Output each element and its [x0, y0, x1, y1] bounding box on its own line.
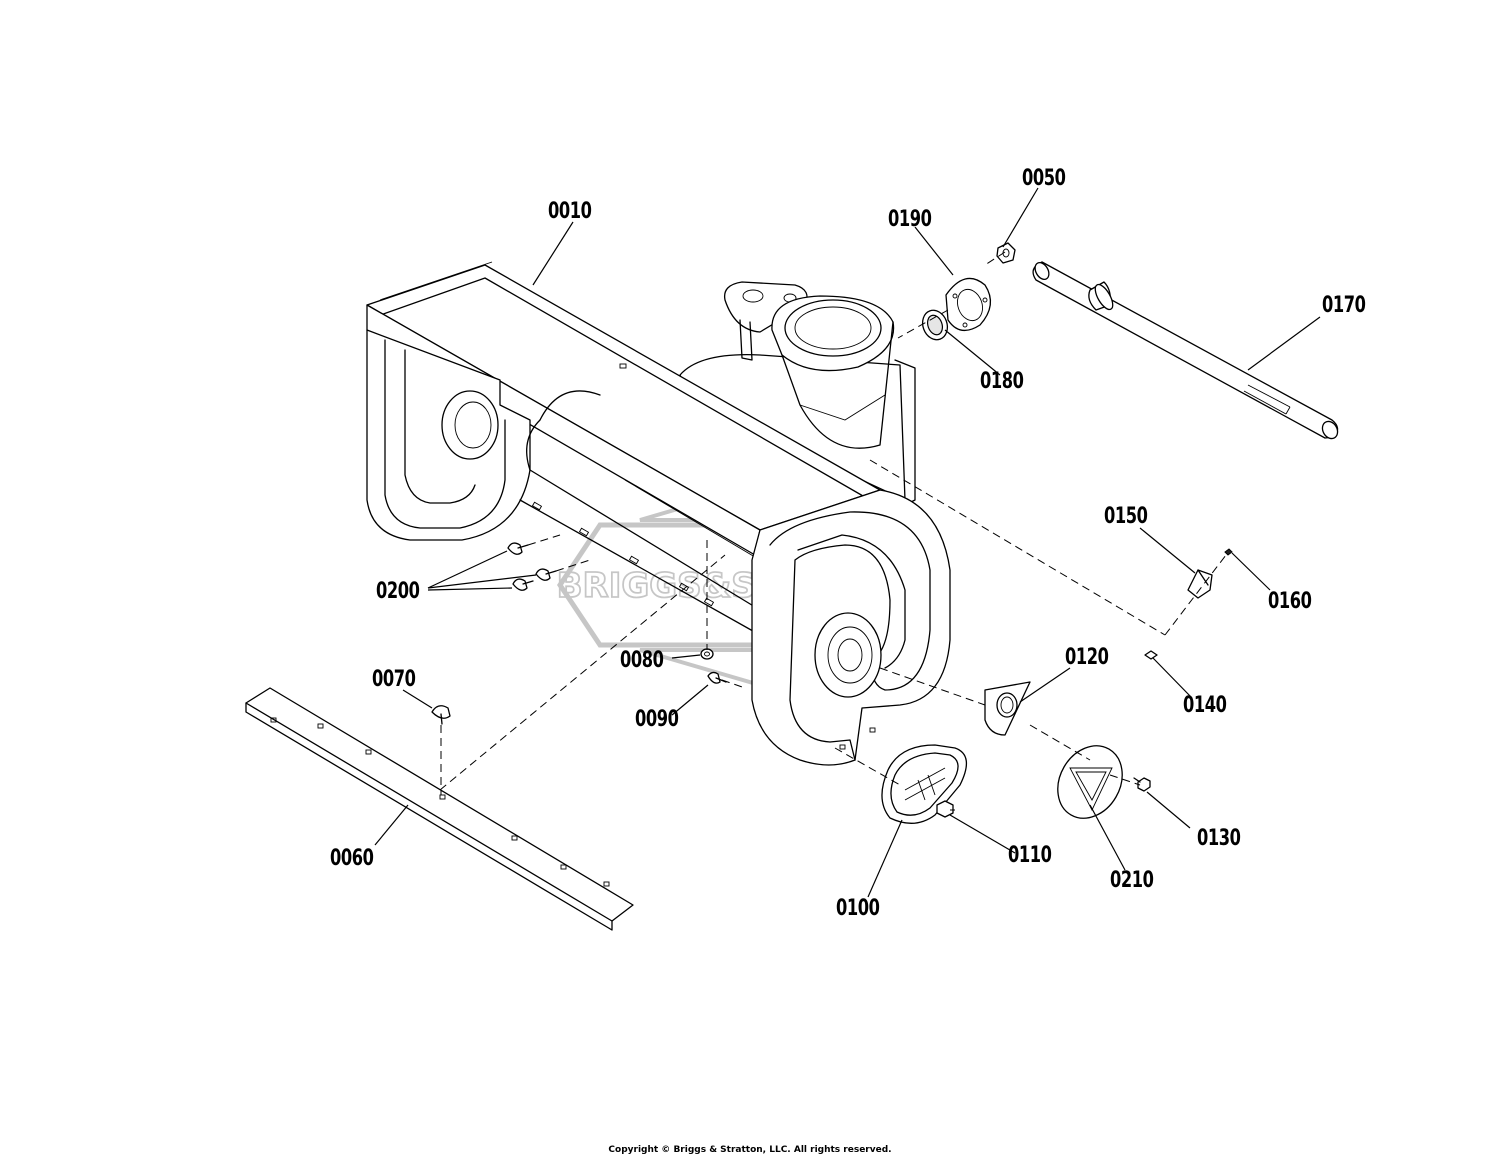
flange-nut: [996, 242, 1016, 264]
part-label-0200: 0200: [376, 579, 420, 604]
part-label-0060: 0060: [330, 846, 374, 871]
part-label-0140: 0140: [1183, 693, 1227, 718]
part-label-0190: 0190: [888, 207, 932, 232]
part-label-0170: 0170: [1322, 293, 1366, 318]
part-label-0210: 0210: [1110, 868, 1154, 893]
bearing-housing: [984, 681, 1031, 736]
skid-nut: [936, 800, 954, 818]
scraper-bar: [245, 687, 634, 931]
part-label-0160: 0160: [1268, 589, 1312, 614]
part-label-0050: 0050: [1022, 166, 1066, 191]
skid-shoe: [881, 744, 967, 824]
copyright-notice: Copyright © Briggs & Stratton, LLC. All …: [608, 1145, 892, 1155]
assembly-lines: [439, 251, 1227, 811]
impeller-shaft: [1032, 261, 1339, 440]
bracket-hardware: [1144, 548, 1233, 660]
auger-housing: [366, 261, 951, 766]
part-label-0130: 0130: [1197, 826, 1241, 851]
part-label-0180: 0180: [980, 369, 1024, 394]
housing-hardware: [700, 648, 727, 684]
part-label-0100: 0100: [836, 896, 880, 921]
part-label-0150: 0150: [1104, 504, 1148, 529]
bearing: [921, 309, 949, 341]
carriage-bolts: [507, 542, 557, 591]
leader-lines: [374, 187, 1321, 898]
part-label-0080: 0080: [620, 648, 664, 673]
part-label-0010: 0010: [548, 199, 592, 224]
scraper-bolt: [431, 705, 451, 725]
cover-plate: [1057, 745, 1123, 819]
part-label-0110: 0110: [1008, 843, 1052, 868]
part-label-0120: 0120: [1065, 645, 1109, 670]
part-label-0090: 0090: [635, 707, 679, 732]
part-label-0070: 0070: [372, 667, 416, 692]
bearing-flange: [945, 277, 992, 332]
hex-bolt: [1133, 777, 1151, 792]
